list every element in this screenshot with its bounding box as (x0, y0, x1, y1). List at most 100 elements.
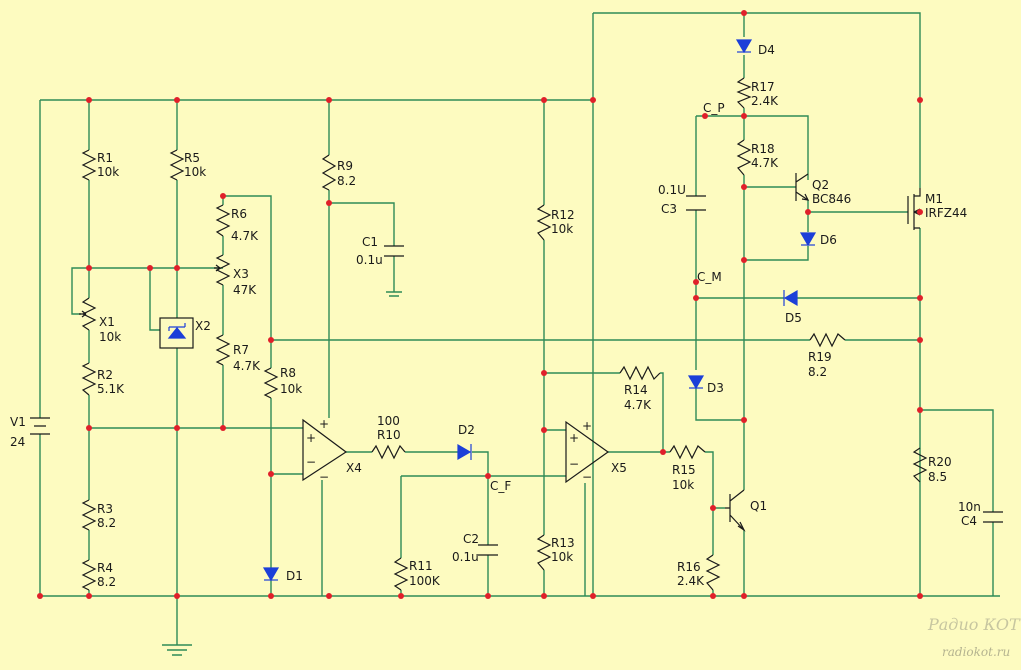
diode-d2 (457, 443, 472, 461)
label-r19-ref: R19 (808, 350, 832, 364)
component-labels: V1 24 R1 10k R2 5.1K R3 8.2 R4 8.2 R5 10… (10, 43, 981, 589)
label-m1-ref: M1 (925, 192, 943, 206)
resistor-r1 (81, 149, 97, 181)
label-x1-ref: X1 (99, 315, 115, 329)
diode-d1 (262, 567, 280, 582)
label-c3-value: 0.1U (658, 183, 686, 197)
label-r8-ref: R8 (280, 366, 296, 380)
label-r7-value: 4.7K (233, 359, 261, 373)
resistor-r2 (81, 362, 97, 396)
label-r18-value: 4.7K (751, 156, 779, 170)
svg-text:−: − (582, 470, 592, 484)
label-net-c-f: C_F (490, 479, 511, 493)
label-r14-ref: R14 (624, 383, 648, 397)
label-d3-ref: D3 (707, 381, 724, 395)
label-x4-ref: X4 (346, 461, 362, 475)
label-d1-ref: D1 (286, 569, 303, 583)
watermark-url: radiokot.ru (942, 645, 1010, 659)
resistor-r14 (619, 365, 661, 381)
label-r4-ref: R4 (97, 561, 113, 575)
resistor-r7 (215, 334, 231, 366)
label-r2-value: 5.1K (97, 382, 125, 396)
label-r15-value: 10k (672, 478, 694, 492)
label-r6-value: 4.7K (231, 229, 259, 243)
battery-v1 (30, 417, 50, 435)
resistor-r9 (321, 154, 337, 191)
label-r5-ref: R5 (184, 151, 200, 165)
resistor-bodies (81, 77, 928, 591)
label-r10-value: 100 (377, 414, 400, 428)
label-r2-ref: R2 (97, 368, 113, 382)
diode-d3 (687, 375, 705, 390)
label-x1-value: 10k (99, 330, 121, 344)
label-r20-value: 8.5 (928, 470, 947, 484)
label-r13-ref: R13 (551, 536, 575, 550)
capacitors (384, 195, 1003, 556)
reference-x2 (159, 317, 194, 349)
label-v1-ref: V1 (10, 415, 26, 429)
label-c2-value: 0.1u (452, 550, 479, 564)
diode-d6 (799, 232, 817, 247)
resistor-r16 (705, 554, 721, 591)
opamp-x5: + − + − (565, 419, 610, 484)
watermark-logo: Радио КОТ (927, 615, 1021, 634)
label-c1-ref: C1 (362, 235, 378, 249)
svg-text:−: − (306, 455, 316, 469)
label-r3-ref: R3 (97, 502, 113, 516)
label-r11-value: 100K (409, 574, 441, 588)
label-r4-value: 8.2 (97, 575, 116, 589)
label-r12-value: 10k (551, 222, 573, 236)
label-x5-ref: X5 (611, 461, 627, 475)
label-r14-value: 4.7K (624, 398, 652, 412)
resistor-r19 (809, 332, 846, 348)
potentiometer-x3 (215, 254, 231, 286)
label-r18-ref: R18 (751, 142, 775, 156)
label-r8-value: 10k (280, 382, 302, 396)
label-r9-ref: R9 (337, 159, 353, 173)
label-x2-ref: X2 (195, 319, 211, 333)
label-r15-ref: R15 (672, 463, 696, 477)
transistor-q2 (795, 173, 810, 201)
capacitor-c4 (983, 511, 1003, 523)
label-q2-ref: Q2 (812, 178, 829, 192)
svg-text:+: + (569, 431, 579, 445)
mosfet-m1 (907, 188, 921, 230)
wires (39, 12, 1000, 656)
label-x3-ref: X3 (233, 267, 249, 281)
resistor-r18 (736, 139, 752, 176)
label-r1-value: 10k (97, 165, 119, 179)
label-d6-ref: D6 (820, 233, 837, 247)
resistor-r11 (393, 557, 409, 591)
label-c4-ref: C4 (961, 514, 977, 528)
label-d2-ref: D2 (458, 423, 475, 437)
label-r20-ref: R20 (928, 455, 952, 469)
label-d4-ref: D4 (758, 43, 775, 57)
capacitor-c2 (478, 544, 498, 556)
label-c3-ref: C3 (661, 202, 677, 216)
resistor-r10 (371, 444, 406, 460)
resistor-r5 (169, 149, 185, 181)
label-r19-value: 8.2 (808, 365, 827, 379)
label-v1-value: 24 (10, 435, 25, 449)
svg-text:−: − (319, 470, 329, 484)
resistor-r3 (81, 499, 97, 531)
x1-wiper-arrow (79, 310, 87, 318)
resistor-r8 (263, 367, 279, 399)
svg-text:+: + (582, 419, 592, 433)
label-c2-ref: C2 (463, 532, 479, 546)
label-r16-value: 2.4K (677, 574, 705, 588)
label-r11-ref: R11 (409, 559, 433, 573)
diode-d5 (783, 289, 798, 307)
svg-text:−: − (569, 457, 579, 471)
svg-text:+: + (306, 431, 316, 445)
label-r9-value: 8.2 (337, 174, 356, 188)
opamp-x4: + − + − (302, 417, 348, 484)
label-d5-ref: D5 (785, 311, 802, 325)
label-r10-ref: R10 (377, 428, 401, 442)
capacitor-c3 (686, 195, 706, 211)
resistor-r13 (536, 534, 552, 571)
label-r12-ref: R12 (551, 208, 575, 222)
diode-d4 (735, 39, 753, 54)
label-r17-ref: R17 (751, 80, 775, 94)
